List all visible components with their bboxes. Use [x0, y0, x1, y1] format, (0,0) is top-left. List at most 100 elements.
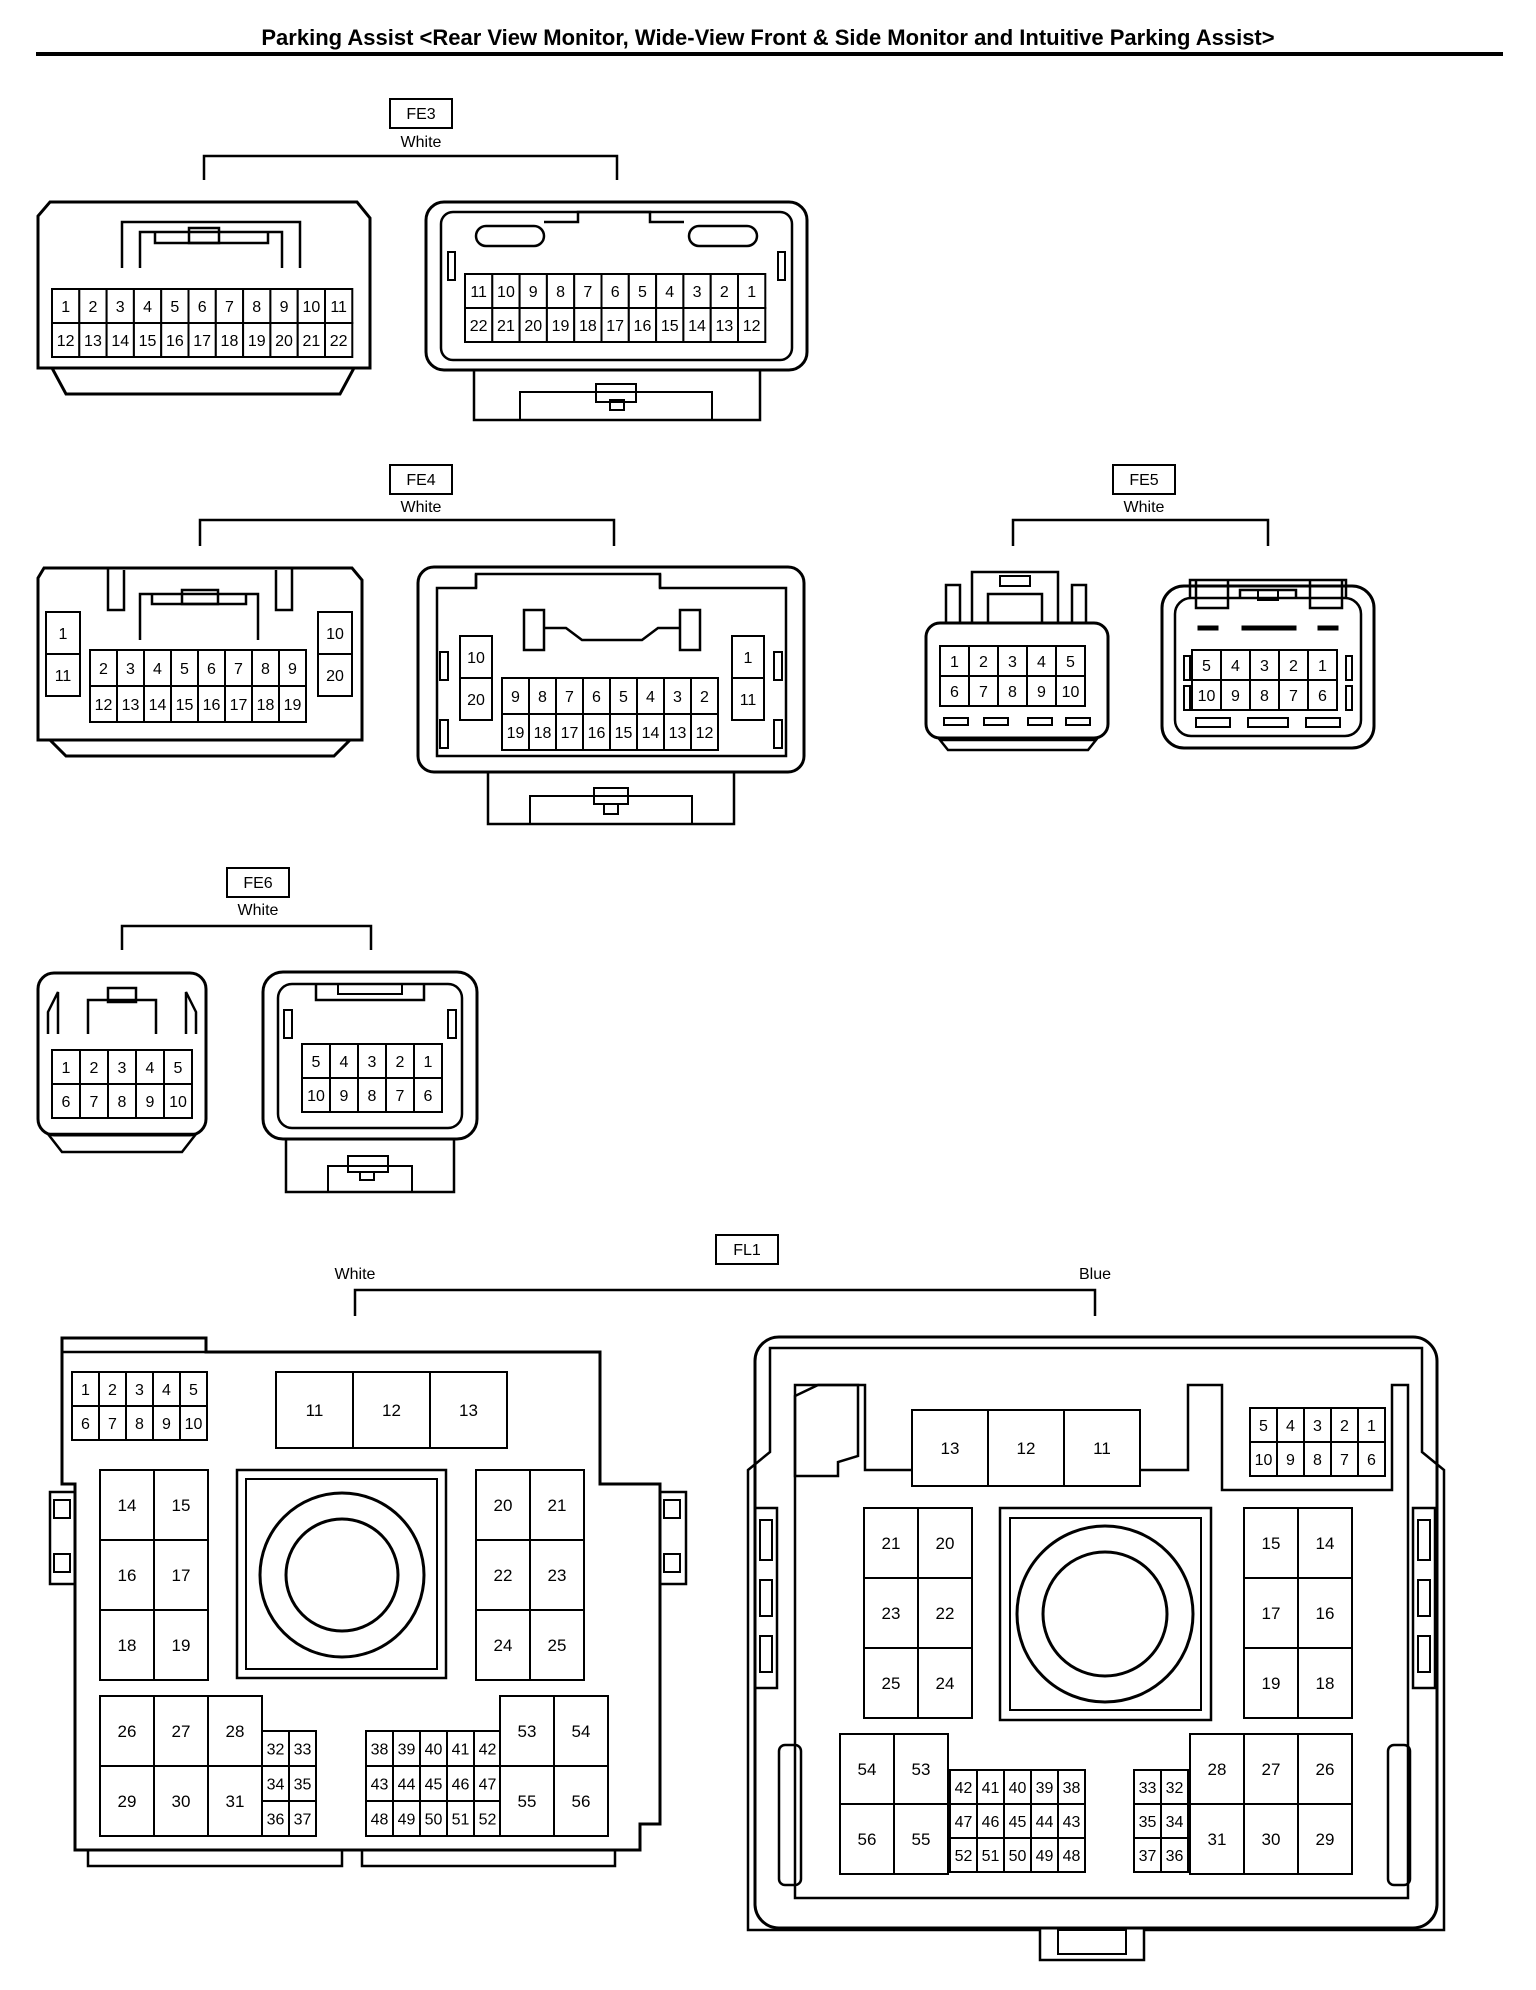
fe3-color: White	[401, 134, 442, 151]
fe4-left-pin-number: 11	[55, 668, 72, 685]
fe4-left-pin-number: 7	[234, 661, 243, 678]
fl1-left-cavity	[475, 1469, 531, 1541]
fe3-right-pin-number: 14	[688, 318, 706, 335]
fe6-left-pin-number: 9	[146, 1094, 155, 1111]
fl1-left-cavity	[475, 1609, 531, 1681]
fe4-right-pin-number: 19	[507, 725, 525, 742]
fe3-right-pin-number: 5	[638, 284, 647, 301]
fe4-left-cavity	[278, 685, 307, 723]
fe3-right-cavity	[737, 273, 767, 309]
fl1-right-pin-number: 36	[1166, 1848, 1184, 1865]
fe3-left-pin-number: 2	[88, 299, 97, 316]
fl1-left-cavity	[153, 1469, 209, 1541]
fl1-right-pin-number: 32	[1166, 1780, 1184, 1797]
fl1-left-pin-number: 6	[81, 1416, 90, 1433]
fl1-left-pin-number: 1	[81, 1382, 90, 1399]
fe4-left-cavity	[197, 685, 226, 723]
fe3-left-pin-number: 14	[111, 333, 129, 350]
fl1-right-cavity	[893, 1803, 949, 1875]
fe5-left-pin-number: 2	[979, 654, 988, 671]
fl1-id-box	[715, 1234, 779, 1265]
fl1-right-pin-number: 48	[1063, 1848, 1081, 1865]
fe4-section: FE4 White	[36, 464, 806, 826]
fe4-right-pin-number: 5	[619, 689, 628, 706]
fl1-right-pin-number: 50	[1009, 1848, 1027, 1865]
fe3-right-pin-number: 2	[720, 284, 729, 301]
fe4-right-pin-number: 9	[511, 689, 520, 706]
fl1-left-cavity	[153, 1765, 209, 1837]
fe3-left-cavity	[132, 288, 163, 324]
fe4-right-pin-number: 7	[565, 689, 574, 706]
fe3-right-pin-number: 20	[524, 318, 542, 335]
fl1-right-pin-number: 14	[1316, 1534, 1335, 1553]
fe6-left-pin-number: 10	[169, 1094, 187, 1111]
fl1-right-pin-number: 46	[982, 1814, 1000, 1831]
fe3-right-pin-number: 19	[552, 318, 570, 335]
fe5-left-cavity	[1055, 645, 1086, 677]
fe3-left-pin-number: 10	[302, 299, 320, 316]
fl1-left-pin-number: 42	[479, 1742, 497, 1759]
fe6-left-pin-number: 4	[146, 1060, 155, 1077]
fe4-right-cavity	[528, 713, 557, 751]
fl1-right-pin-number: 16	[1316, 1604, 1335, 1623]
fe5-left-pin-number: 4	[1037, 654, 1046, 671]
fe4-right-cavity	[636, 677, 665, 715]
fl1-left-pin-number: 17	[172, 1566, 191, 1585]
fe5-left-pin-number: 10	[1062, 684, 1080, 701]
fl1-right-pin-number: 33	[1139, 1780, 1157, 1797]
fl1-left-pin-number: 2	[108, 1382, 117, 1399]
fe4-id-box	[389, 464, 453, 495]
fe3-left-cavity	[51, 322, 81, 358]
fe3-left-pin-number: 9	[280, 299, 289, 316]
fl1-left-pin-number: 51	[452, 1812, 470, 1829]
fe3-left-pin-number: 12	[57, 333, 75, 350]
fe6-left-pin-number: 6	[62, 1094, 71, 1111]
fe3-left-pin-number: 15	[139, 333, 157, 350]
fe4-left-cavity	[224, 685, 253, 723]
fl1-left-cavity	[529, 1609, 585, 1681]
fl1-color-left: White	[335, 1266, 376, 1283]
fl1-left-pin-number: 8	[135, 1416, 144, 1433]
fe5-right-pin-number: 3	[1260, 658, 1269, 675]
fl1-right-cavity	[1189, 1803, 1245, 1875]
fl1-right-pin-number: 51	[982, 1848, 1000, 1865]
fe6-left-cavity	[51, 1083, 81, 1119]
fe3-right-pin-number: 7	[583, 284, 592, 301]
fl1-left-cavity	[275, 1371, 354, 1449]
fl1-right-pin-number: 30	[1262, 1830, 1281, 1849]
fe6-left-cavity	[135, 1083, 165, 1119]
fe6-section: FE6 White	[36, 867, 479, 1194]
fe3-right-cavity	[709, 307, 740, 343]
fl1-right-cavity	[1189, 1733, 1245, 1805]
fl1-left-pin-number: 46	[452, 1777, 470, 1794]
fl1-right-pin-number: 18	[1316, 1674, 1335, 1693]
fl1-right-pin-number: 17	[1262, 1604, 1281, 1623]
fe5-id: FE5	[1129, 472, 1158, 489]
fe3-left-cavity	[242, 322, 272, 358]
fl1-left-pin-number: 25	[548, 1636, 567, 1655]
fl1-left-pin-number: 20	[494, 1496, 513, 1515]
fe3-right-pin-number: 8	[556, 284, 565, 301]
fl1-left-pin-number: 41	[452, 1742, 470, 1759]
fl1-left-cavity	[99, 1765, 155, 1837]
fl1-left-cavity	[153, 1695, 209, 1767]
fl1-right-pin-number: 37	[1139, 1848, 1157, 1865]
fe5-left-pin-number: 7	[979, 684, 988, 701]
fl1-left-pin-number: 54	[572, 1722, 591, 1741]
fl1-left-cavity	[446, 1730, 475, 1767]
fl1-right-pin-number: 47	[955, 1814, 973, 1831]
fe5-right-pin-number: 10	[1198, 688, 1216, 705]
fe5-left-pin-number: 3	[1008, 654, 1017, 671]
fe3-right-pin-number: 18	[579, 318, 597, 335]
fe4-right-pin-number: 14	[642, 725, 660, 742]
fe3-id-box	[389, 98, 453, 129]
fl1-right-pin-number: 26	[1316, 1760, 1335, 1779]
fe3-right-cavity	[545, 307, 576, 343]
fl1-right-cavity	[1160, 1837, 1189, 1873]
fl1-left-pin-number: 21	[548, 1496, 567, 1515]
fl1-left-pin-number: 56	[572, 1792, 591, 1811]
fl1-left-cavity	[392, 1765, 421, 1802]
fe4-left-cavity	[45, 653, 81, 697]
fl1-right-pin-number: 20	[936, 1534, 955, 1553]
fl1-left-pin-number: 49	[398, 1812, 416, 1829]
